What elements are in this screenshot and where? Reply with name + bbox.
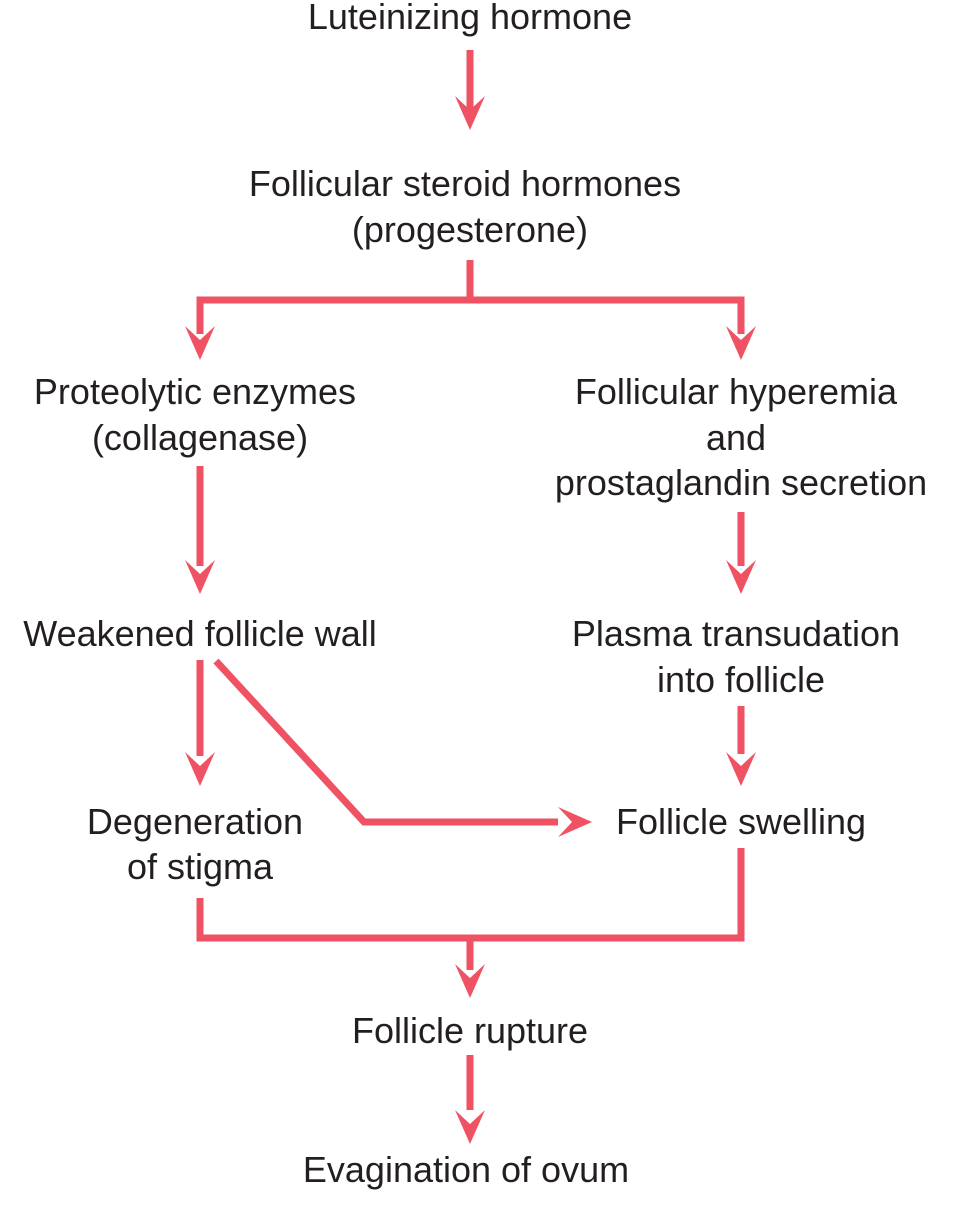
node-degeneration-of-stigma: Degeneration of stigma <box>87 801 313 887</box>
node-follicular-steroid-hormones: Follicular steroid hormones (progesteron… <box>249 163 691 250</box>
node-plasma-transudation: Plasma transudation into follicle <box>572 613 910 700</box>
edge-merge-to-rupture <box>196 848 745 970</box>
edge-steroids-to-branches <box>196 260 745 334</box>
node-follicle-swelling: Follicle swelling <box>616 801 866 842</box>
arrowhead-down-icon <box>185 326 215 360</box>
node-evagination-of-ovum: Evagination of ovum <box>303 1149 629 1190</box>
node-follicle-rupture: Follicle rupture <box>352 1010 588 1051</box>
connectors <box>196 50 745 1110</box>
arrowhead-down-icon <box>455 96 485 130</box>
node-follicular-hyperemia: Follicular hyperemia and prostaglandin s… <box>555 371 927 503</box>
node-proteolytic-enzymes: Proteolytic enzymes (collagenase) <box>34 371 366 458</box>
arrowhead-down-icon <box>726 752 756 786</box>
node-weakened-follicle-wall: Weakened follicle wall <box>23 613 377 654</box>
arrowhead-down-icon <box>455 1110 485 1144</box>
arrowhead-down-icon <box>726 560 756 594</box>
nodes: Luteinizing hormone Follicular steroid h… <box>23 0 927 1190</box>
arrowhead-right-icon <box>558 807 592 837</box>
arrowhead-down-icon <box>726 326 756 360</box>
arrowhead-down-icon <box>455 964 485 998</box>
arrowheads <box>185 96 756 1144</box>
arrowhead-down-icon <box>185 752 215 786</box>
edge-weakened-wall-to-swelling <box>213 658 558 826</box>
node-luteinizing-hormone: Luteinizing hormone <box>308 0 632 37</box>
arrowhead-down-icon <box>185 560 215 594</box>
